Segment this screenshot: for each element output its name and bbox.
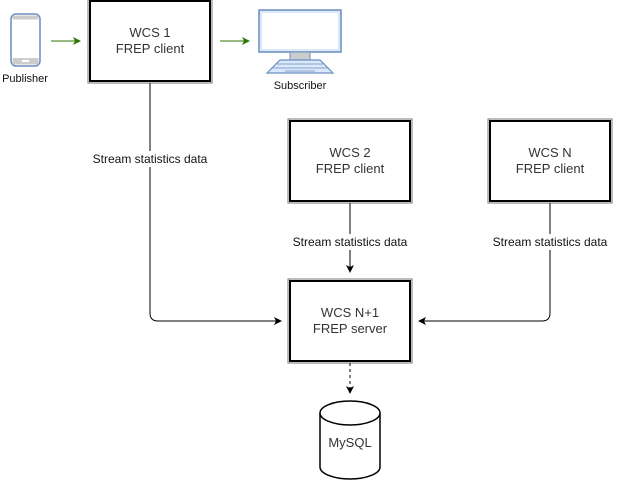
server-node[interactable]: WCS N+1 FREP server — [287, 278, 413, 364]
mysql-label: MySQL — [328, 435, 371, 450]
wcsn-to-server-edge: Stream statistics data — [418, 203, 618, 325]
smartphone-icon — [10, 13, 41, 67]
server-subtitle: FREP server — [313, 321, 388, 336]
wcs2-edge-label: Stream statistics data — [293, 235, 408, 249]
wcs2-title: WCS 2 — [329, 145, 370, 160]
wcs2-to-server-edge: Stream statistics data — [282, 203, 418, 273]
wcs1-node[interactable]: WCS 1 FREP client — [87, 0, 213, 84]
wcs1-edge-label: Stream statistics data — [93, 152, 208, 166]
wcsn-title: WCS N — [528, 145, 571, 160]
wcs1-to-server-edge: Stream statistics data — [82, 83, 282, 325]
publisher-label: Publisher — [2, 73, 48, 85]
wcs2-node[interactable]: WCS 2 FREP client — [287, 118, 413, 204]
wcs2-subtitle: FREP client — [316, 161, 385, 176]
wcs1-subtitle: FREP client — [116, 41, 185, 56]
desktop-computer-icon — [258, 9, 342, 74]
wcsn-node[interactable]: WCS N FREP client — [487, 118, 613, 204]
server-title: WCS N+1 — [321, 305, 379, 320]
wcs1-title: WCS 1 — [129, 25, 170, 40]
subscriber-node[interactable]: Subscriber — [258, 9, 342, 92]
wcsn-edge-label: Stream statistics data — [493, 235, 608, 249]
mysql-node[interactable]: MySQL — [319, 400, 381, 480]
publisher-node[interactable]: Publisher — [2, 13, 48, 85]
database-cylinder-icon — [319, 400, 381, 480]
subscriber-label: Subscriber — [274, 80, 327, 92]
wcsn-subtitle: FREP client — [516, 161, 585, 176]
